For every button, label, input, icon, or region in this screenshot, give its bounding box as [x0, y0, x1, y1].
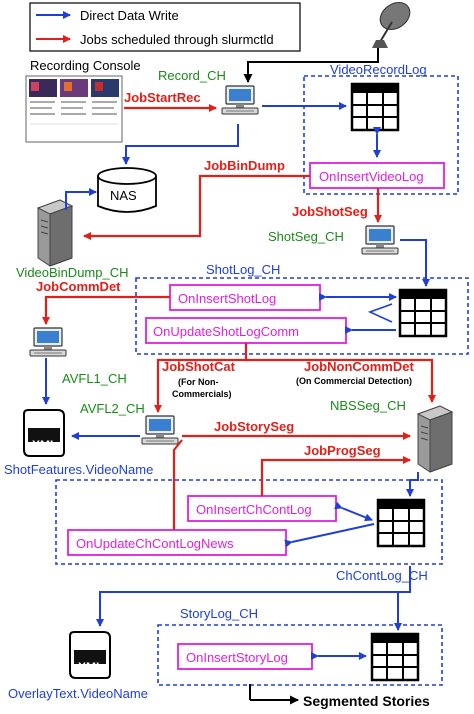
job-non-comm-det-note: (On Commercial Detection): [296, 376, 412, 386]
overlay-text-label: OverlayText.VideoName: [8, 686, 148, 701]
on-update-shot-log-comm-text: OnUpdateShotLogComm: [153, 324, 299, 339]
on-insert-video-log-box: [309, 162, 445, 189]
story-log-label: StoryLog_CH: [180, 606, 258, 621]
job-shot-cat-label: JobShotCat: [162, 359, 236, 374]
legend: Direct Data Write Jobs scheduled through…: [29, 2, 301, 52]
legend-slurm-jobs: Jobs scheduled through slurmctld: [80, 32, 274, 47]
job-comm-det-label: JobCommDet: [36, 279, 121, 294]
shotseg-to-shot-log-arrow: [400, 239, 430, 287]
job-shot-cat-note-1: (For Non-: [178, 377, 219, 387]
job-story-seg-label: JobStorySeg: [214, 419, 294, 434]
nas-storage-icon: [97, 167, 157, 213]
shot-features-xml-text: XML: [32, 438, 57, 452]
job-comm-det-arrow: [42, 295, 170, 325]
on-insert-ch-cont-log-box: [187, 495, 337, 522]
video-record-log-label: VideoRecordLog: [330, 62, 427, 77]
ch-cont-update-to-story-seg-line: [172, 439, 183, 530]
on-insert-shot-log-box: [169, 284, 321, 311]
job-non-comm-det-label: JobNonCommDet: [304, 359, 414, 374]
job-shot-cat-arrow: [154, 343, 248, 413]
job-shot-seg-label: JobShotSeg: [292, 204, 368, 219]
legend-direct-write: Direct Data Write: [80, 8, 179, 23]
job-shot-cat-note-2: Commercials): [172, 389, 232, 399]
satellite-feed-arrow: [243, 48, 379, 83]
job-bin-dump-arrow: [83, 174, 310, 240]
bindump-to-nas-arrow: [65, 188, 97, 210]
ch-cont-log-table-icon: [376, 498, 426, 548]
on-insert-ch-cont-log-text: OnInsertChContLog: [196, 502, 312, 517]
shot-log-label: ShotLog_CH: [206, 262, 280, 277]
shot-seg-ch-computer-icon: [361, 225, 399, 255]
shot-log-box: [135, 277, 469, 355]
ch-cont-insert-trigger-arrow: [334, 501, 373, 522]
segmented-stories-label: Segmented Stories: [303, 693, 430, 709]
job-prog-seg-arrow: [260, 456, 411, 496]
nas-label: NAS: [110, 188, 137, 203]
job-non-comm-det-arrow: [246, 358, 436, 403]
on-insert-video-log-text: OnInsertVideoLog: [319, 169, 424, 184]
avfl2-ch-computer-icon: [141, 415, 179, 445]
video-record-log-table-icon: [350, 82, 400, 132]
ch-cont-log-label: ChContLog_CH: [336, 568, 428, 583]
nbsseg-ch-server-icon: [417, 405, 453, 473]
on-insert-shot-log-text: OnInsertShotLog: [178, 291, 276, 306]
on-update-shot-log-comm-box: [145, 317, 347, 344]
on-insert-story-log-text: OnInsertStoryLog: [186, 650, 288, 665]
shot-features-label: ShotFeatures.VideoName: [4, 462, 153, 477]
recording-console-screenshot: [25, 75, 123, 143]
record-ch-label: Record_CH: [158, 68, 226, 83]
video-bin-dump-ch-label: VideoBinDump_CH: [16, 265, 129, 280]
satellite-dish-icon: [372, 2, 411, 48]
on-update-ch-cont-log-news-text: OnUpdateChContLogNews: [76, 536, 234, 551]
nbsseg-ch-label: NBSSeg_CH: [330, 398, 406, 413]
avfl1-ch-computer-icon: [29, 327, 67, 357]
job-start-rec-label: JobStartRec: [124, 90, 201, 105]
video-record-log-box: [303, 75, 459, 195]
legend-box: [29, 2, 301, 52]
ch-cont-to-overlay-text-arrow: [96, 566, 411, 627]
on-update-ch-cont-log-news-box: [67, 529, 287, 556]
shot-log-table-icon: [398, 288, 448, 338]
job-bin-dump-label: JobBinDump: [204, 158, 285, 173]
shot-seg-ch-label: ShotSeg_CH: [268, 229, 344, 244]
shot-log-loop-arrow: [367, 303, 393, 323]
record-to-nas-arrow: [122, 124, 239, 165]
overlay-text-xml-text: XML: [78, 660, 103, 674]
ch-cont-update-trigger-arrow: [284, 523, 375, 548]
avfl1-ch-label: AVFL1_CH: [62, 371, 127, 386]
record-ch-computer-icon: [221, 85, 259, 115]
avfl2-ch-label: AVFL2_CH: [80, 401, 145, 416]
story-log-table-icon: [370, 632, 420, 682]
story-log-box: [157, 624, 443, 686]
ch-cont-log-box: [55, 479, 443, 565]
recording-console-label: Recording Console: [30, 58, 141, 73]
nbsseg-to-ch-cont-log-arrow: [406, 472, 419, 497]
job-prog-seg-label: JobProgSeg: [304, 443, 381, 458]
